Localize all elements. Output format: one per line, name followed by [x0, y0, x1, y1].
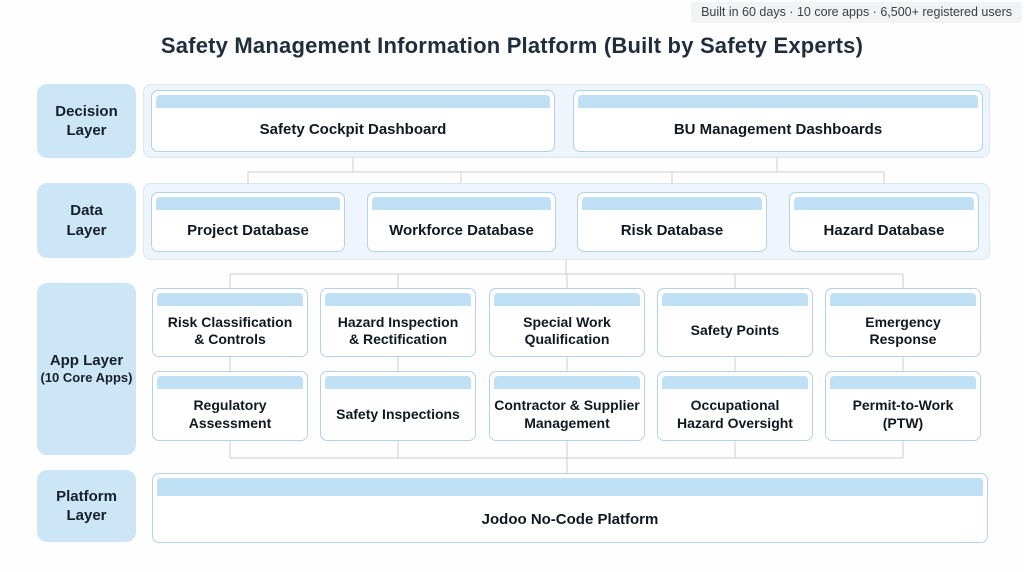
card-permit-to-work: Permit-to-Work (PTW)	[825, 371, 981, 441]
card-label: BU Management Dashboards	[673, 121, 883, 138]
stats-badge: Built in 60 days · 10 core apps · 6,500+…	[691, 2, 1022, 23]
card-label: Safety Inspections	[336, 405, 460, 422]
card-label: Risk Classification & Controls	[167, 313, 293, 347]
card-header-strip	[662, 293, 808, 306]
card-label: Hazard Inspection & Rectification	[337, 313, 459, 347]
card-emergency-response: Emergency Response	[825, 288, 981, 357]
card-header-strip	[372, 197, 551, 210]
layer-label-decision: Decision Layer	[37, 84, 136, 158]
card-label: Contractor & Supplier Management	[494, 397, 640, 431]
card-header-strip	[582, 197, 762, 210]
card-header-strip	[662, 376, 808, 389]
card-safety-cockpit-dashboard: Safety Cockpit Dashboard	[151, 90, 555, 152]
layer-label-app-sub: (10 Core Apps)	[40, 370, 133, 386]
card-header-strip	[156, 95, 550, 108]
card-bu-management-dashboards: BU Management Dashboards	[573, 90, 983, 152]
card-special-work-qualification: Special Work Qualification	[489, 288, 645, 357]
card-label: Project Database	[187, 222, 309, 239]
page-title: Safety Management Information Platform (…	[160, 33, 864, 58]
card-safety-inspections: Safety Inspections	[320, 371, 476, 441]
card-header-strip	[830, 376, 976, 389]
card-header-strip	[794, 197, 974, 210]
data-layer-container: Project Database Workforce Database Risk…	[143, 183, 990, 260]
card-risk-classification-controls: Risk Classification & Controls	[152, 288, 308, 357]
card-contractor-supplier-management: Contractor & Supplier Management	[489, 371, 645, 441]
card-label: Workforce Database	[389, 222, 534, 239]
card-label: Jodoo No-Code Platform	[481, 510, 659, 528]
card-header-strip	[578, 95, 978, 108]
card-label: Occupational Hazard Oversight	[677, 397, 793, 431]
card-hazard-inspection-rectification: Hazard Inspection & Rectification	[320, 288, 476, 357]
card-header-strip	[157, 376, 303, 389]
card-header-strip	[494, 376, 640, 389]
card-label: Safety Points	[690, 322, 780, 339]
card-label: Regulatory Assessment	[188, 397, 272, 431]
layer-label-app-main: App Layer	[49, 351, 124, 369]
card-regulatory-assessment: Regulatory Assessment	[152, 371, 308, 441]
card-header-strip	[325, 376, 471, 389]
card-header-strip	[157, 293, 303, 306]
card-header-strip	[325, 293, 471, 306]
card-label: Safety Cockpit Dashboard	[259, 121, 447, 138]
card-header-strip	[830, 293, 976, 306]
card-workforce-database: Workforce Database	[367, 192, 556, 252]
card-header-strip	[157, 478, 983, 496]
card-header-strip	[156, 197, 340, 210]
card-label: Emergency Response	[865, 313, 941, 347]
card-risk-database: Risk Database	[577, 192, 767, 252]
layer-label-app: App Layer (10 Core Apps)	[37, 283, 136, 455]
layer-label-data: Data Layer	[37, 183, 136, 258]
card-label: Risk Database	[620, 222, 724, 239]
card-header-strip	[494, 293, 640, 306]
layer-label-platform: Platform Layer	[37, 470, 136, 542]
card-jodoo-no-code-platform: Jodoo No-Code Platform	[152, 473, 988, 543]
card-project-database: Project Database	[151, 192, 345, 252]
card-label: Special Work Qualification	[523, 313, 611, 347]
decision-layer-container: Safety Cockpit Dashboard BU Management D…	[143, 84, 990, 158]
card-hazard-database: Hazard Database	[789, 192, 979, 252]
card-safety-points: Safety Points	[657, 288, 813, 357]
card-label: Hazard Database	[823, 222, 945, 239]
card-label: Permit-to-Work (PTW)	[852, 397, 954, 431]
card-occupational-hazard-oversight: Occupational Hazard Oversight	[657, 371, 813, 441]
